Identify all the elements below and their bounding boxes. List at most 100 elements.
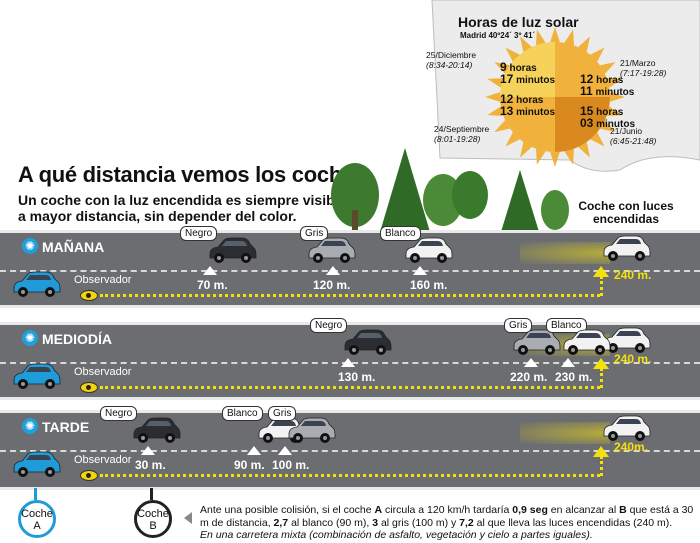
- sun-panel-location: Madrid 40º24´ 3º 41´: [460, 31, 536, 40]
- distance-marker: [561, 358, 575, 367]
- car: [402, 236, 454, 269]
- eye-icon: [80, 382, 98, 393]
- car-distance: 70 m.: [197, 278, 228, 292]
- legend-car-a-pin: [34, 488, 37, 500]
- distance-marker: [341, 358, 355, 367]
- car-distance: 120 m.: [313, 278, 351, 292]
- section-name: MAÑANA: [42, 239, 105, 255]
- trees-illustration: [331, 148, 569, 238]
- date-december: 25/Diciembre(8:34-20:14): [426, 50, 477, 70]
- observer-car: [10, 362, 62, 395]
- distance-marker: [141, 446, 155, 455]
- observer-label: Observador: [74, 366, 132, 378]
- visibility-line-vertical: [600, 368, 603, 388]
- sun-chart: [485, 27, 625, 167]
- date-march: 21/Marzo(7:17-19:28): [620, 58, 667, 78]
- car-color-label: Negro: [310, 318, 348, 333]
- white-car-lights-icon: [603, 235, 651, 261]
- duration-spring: 12 horas 11 minutos: [580, 72, 635, 98]
- legend-car-b-pin: [150, 488, 153, 500]
- visibility-line-vertical: [600, 276, 603, 296]
- car-color-label: Blanco: [546, 318, 587, 333]
- white-car-lights-icon: [603, 415, 651, 441]
- observer-car: [10, 450, 62, 483]
- distance-marker: [247, 446, 261, 455]
- distance-marker: [278, 446, 292, 455]
- lights-distance: 240 m.: [614, 352, 652, 366]
- car: [130, 416, 182, 449]
- car-distance: 30 m.: [135, 458, 166, 472]
- car: [206, 236, 258, 269]
- car: [560, 328, 612, 361]
- car-color-label: Gris: [504, 318, 533, 333]
- car-icon: [344, 329, 392, 355]
- lights-marker: [593, 266, 609, 277]
- lights-car: [600, 326, 652, 359]
- collision-note: Ante una posible colisión, si el coche A…: [200, 504, 694, 541]
- observer-label: Observador: [74, 454, 132, 466]
- sun-panel-title: Horas de luz solar: [458, 14, 579, 30]
- car-icon: [563, 329, 611, 355]
- eye-icon: [80, 290, 98, 301]
- lights-distance: 240m.: [614, 440, 649, 454]
- lights-marker: [593, 358, 609, 369]
- car-icon: [133, 417, 181, 443]
- car: [305, 236, 357, 269]
- duration-autumn: 12 horas 13 minutos: [500, 92, 556, 118]
- distance-marker: [326, 266, 340, 275]
- road-edge-bottom: [0, 487, 700, 490]
- sun-hours-panel: Horas de luz solar Madrid 40º24´ 3º 41´ …: [420, 0, 700, 175]
- lights-distance: 240 m.: [614, 268, 652, 282]
- page-title: A qué distancia vemos los coches: [18, 162, 366, 187]
- eye-icon: [80, 470, 98, 481]
- road-edge-top: [0, 322, 700, 325]
- lights-car: [600, 414, 652, 447]
- lights-car-heading: Coche con luces encendidas: [578, 199, 674, 226]
- observer-car: [10, 270, 62, 303]
- lane-dashes: [0, 270, 700, 272]
- car-icon: [405, 237, 453, 263]
- date-september: 24/Septiembre(8:01-19:28): [434, 124, 490, 144]
- section-name: TARDE: [42, 419, 90, 435]
- blue-car-icon: [13, 451, 61, 477]
- road-edge-bottom: [0, 397, 700, 400]
- car-icon: [209, 237, 257, 263]
- car: [285, 416, 337, 449]
- lane-dashes: [0, 450, 700, 452]
- sun-icon: ✺: [22, 330, 38, 346]
- car: [341, 328, 393, 361]
- car-color-label: Blanco: [222, 406, 263, 421]
- visibility-line: [100, 294, 600, 297]
- distance-marker: [413, 266, 427, 275]
- sun-icon: ✺: [22, 418, 38, 434]
- car-icon: [513, 329, 561, 355]
- sun-icon: ✺: [22, 238, 38, 254]
- distance-marker: [203, 266, 217, 275]
- car-distance: 100 m.: [272, 458, 310, 472]
- car-color-label: Gris: [268, 406, 297, 421]
- car-distance: 90 m.: [234, 458, 265, 472]
- road-edge-top: [0, 230, 700, 233]
- lights-car: [600, 234, 652, 267]
- car-color-label: Gris: [300, 226, 329, 241]
- visibility-line-vertical: [600, 456, 603, 476]
- car-color-label: Negro: [100, 406, 138, 421]
- date-june: 21/Junio(6:45-21:48): [610, 126, 657, 146]
- lights-marker: [593, 446, 609, 457]
- white-car-lights-icon: [603, 327, 651, 353]
- car-distance: 230 m.: [555, 370, 593, 384]
- distance-marker: [524, 358, 538, 367]
- visibility-line: [100, 474, 600, 477]
- car-color-label: Negro: [180, 226, 218, 241]
- headlight-beam: [520, 422, 610, 444]
- car-icon: [308, 237, 356, 263]
- duration-winter: 9 horas 17 minutos: [500, 60, 556, 86]
- note-pointer: [184, 512, 192, 524]
- duration-summer: 15 horas 03 minutos: [580, 104, 636, 130]
- headlight-beam: [520, 242, 610, 264]
